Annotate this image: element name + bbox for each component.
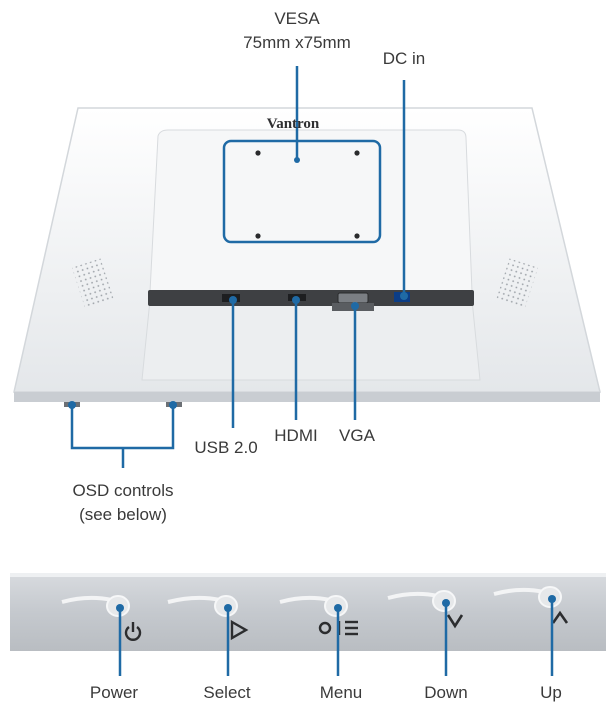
- monitor-back: [13, 107, 601, 407]
- osd-title: OSD controls: [72, 481, 174, 500]
- brand-logo: Vantron: [267, 116, 320, 132]
- osd-callout-lines: [118, 599, 554, 676]
- dc-in-label: DC in: [382, 49, 426, 68]
- vga-port: [337, 292, 369, 304]
- chevron-down-icon: [446, 614, 464, 629]
- osd-label-down: Down: [424, 683, 468, 702]
- vesa-mount-highlight: [222, 139, 382, 244]
- left-speaker-grill: [71, 258, 115, 310]
- osd-button-strip: [10, 573, 606, 651]
- right-speaker-grill: [495, 258, 539, 310]
- osd-label-up: Up: [540, 683, 562, 702]
- vesa-size: 75mm x75mm: [243, 33, 351, 52]
- usb-label: USB 2.0: [194, 438, 258, 457]
- power-icon: [124, 622, 142, 641]
- osd-label-power: Power: [89, 683, 139, 702]
- chevron-up-icon: [551, 610, 569, 624]
- vga-label: VGA: [339, 426, 375, 445]
- osd-label-menu: Menu: [319, 683, 363, 702]
- callout-lines: [70, 66, 406, 468]
- vesa-title: VESA: [274, 9, 320, 28]
- osd-callout-dots: [116, 595, 556, 612]
- hdmi-label: HDMI: [274, 426, 318, 445]
- callout-dots: [68, 292, 408, 409]
- osd-button-up: [493, 586, 569, 624]
- select-triangle-icon: [230, 619, 249, 641]
- osd-subtitle: (see below): [79, 505, 167, 524]
- osd-label-select: Select: [203, 683, 251, 702]
